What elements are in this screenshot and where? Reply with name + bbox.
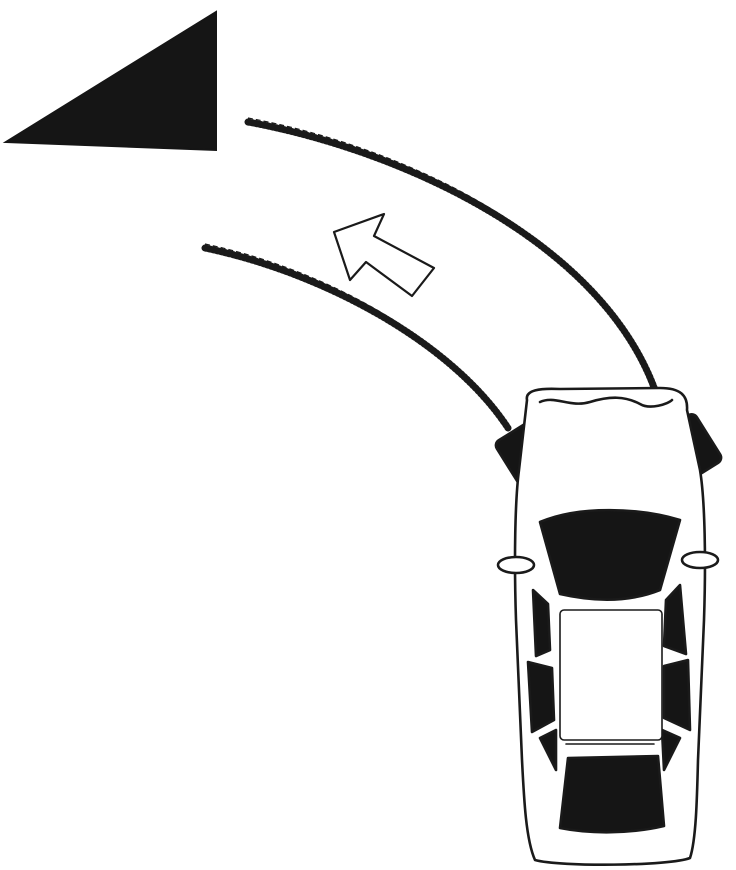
lower-tire-track (201, 244, 512, 432)
tire-tracks (201, 117, 659, 432)
car-top-view (494, 386, 723, 866)
right-mirror (680, 550, 720, 570)
triangle-marker (2, 10, 217, 152)
left-front-window (531, 588, 552, 658)
right-front-window (662, 583, 688, 656)
right-quarter-window (660, 728, 682, 772)
upper-tire-track (244, 118, 659, 394)
upper-tire-track-loops (247, 117, 652, 389)
rear-window (558, 754, 666, 834)
turn-direction-arrow-icon (332, 212, 436, 298)
left-rear-window (526, 660, 556, 734)
lower-tire-track-loops (204, 243, 505, 427)
hood-line (538, 396, 674, 408)
left-mirror (496, 555, 536, 575)
right-rear-window (662, 658, 692, 732)
left-quarter-window (538, 728, 558, 772)
roof (559, 609, 663, 741)
windshield (538, 508, 682, 601)
